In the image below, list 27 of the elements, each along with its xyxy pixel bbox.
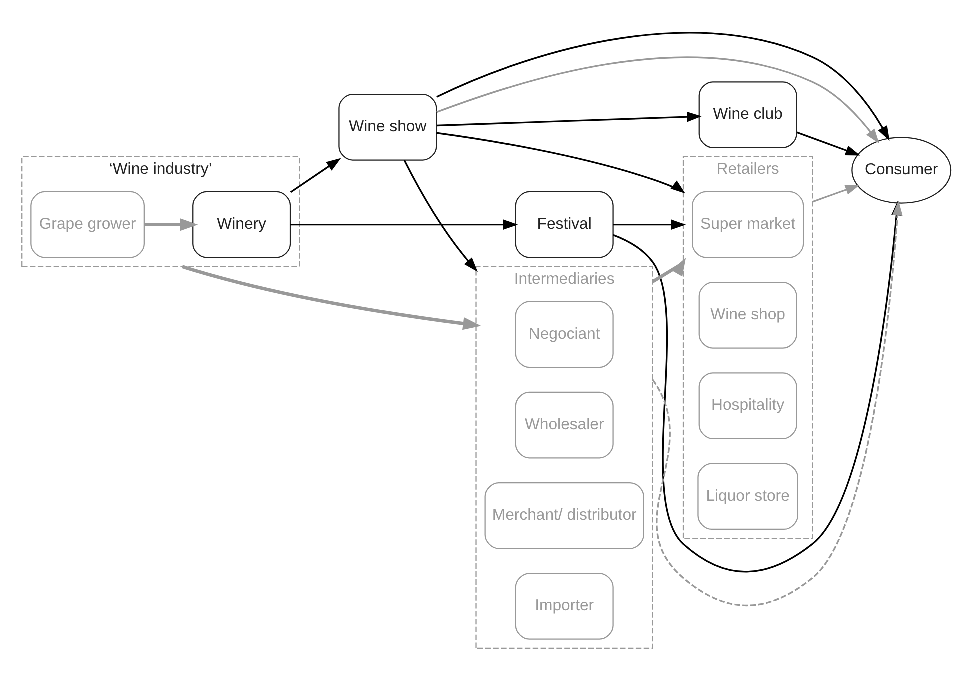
arrow [436, 132, 686, 194]
node-box: Super market [692, 190, 804, 258]
node-box: Wholesaler [515, 391, 614, 458]
arrow [436, 32, 890, 140]
node-ellipse: Consumer [852, 136, 952, 204]
node-box: Merchant/ distributor [484, 482, 644, 549]
arrow [144, 218, 198, 231]
arrow [812, 184, 860, 202]
arrow [290, 219, 518, 230]
node-box: Importer [515, 572, 614, 640]
arrow [796, 131, 860, 156]
arrow [652, 257, 686, 283]
arrow [436, 111, 702, 126]
node-box: Wine shop [698, 282, 798, 348]
node-box: Grape grower [30, 190, 145, 258]
node-box: Wine show [338, 94, 438, 160]
node-box: Winery [192, 190, 292, 258]
node-box: Hospitality [698, 372, 798, 439]
arrow [436, 56, 880, 144]
arrow [182, 264, 482, 330]
node-box: Negociant [515, 300, 614, 368]
node-box: Wine club [698, 81, 798, 148]
node-box: Liquor store [698, 462, 798, 530]
arrow [613, 219, 686, 230]
arrow [404, 160, 478, 272]
node-box: Festival [515, 190, 614, 258]
arrow [290, 158, 342, 193]
